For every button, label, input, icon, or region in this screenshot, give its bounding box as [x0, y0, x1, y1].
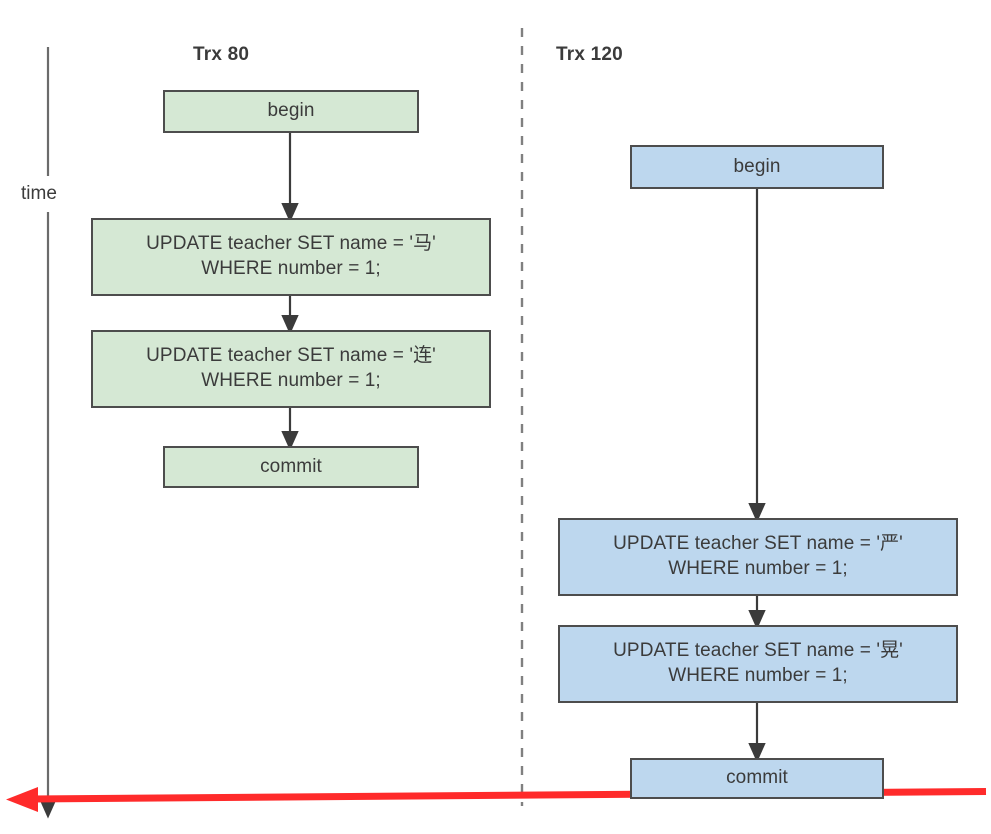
node-trx120-begin[interactable]: begin: [630, 145, 884, 189]
node-trx80-update-lian[interactable]: UPDATE teacher SET name = '连' WHERE numb…: [91, 330, 491, 408]
lane-title-trx80: Trx 80: [193, 44, 250, 65]
node-trx80-update-ma[interactable]: UPDATE teacher SET name = '马' WHERE numb…: [91, 218, 491, 296]
lane-title-trx120: Trx 120: [556, 44, 623, 65]
node-trx120-commit[interactable]: commit: [630, 758, 884, 799]
node-trx120-update-yan[interactable]: UPDATE teacher SET name = '严' WHERE numb…: [558, 518, 958, 596]
node-trx120-update-huang[interactable]: UPDATE teacher SET name = '晃' WHERE numb…: [558, 625, 958, 703]
node-trx80-commit[interactable]: commit: [163, 446, 419, 488]
node-trx80-begin[interactable]: begin: [163, 90, 419, 133]
time-axis-label: time: [21, 183, 57, 204]
